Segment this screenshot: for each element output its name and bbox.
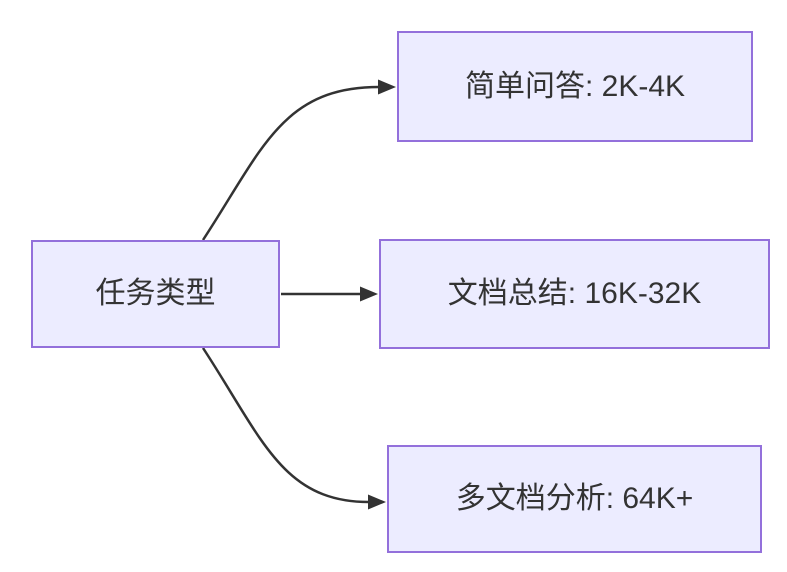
node-multi-doc-analysis: 多文档分析: 64K+ (387, 445, 762, 553)
edge-root-to-simple-qa (201, 79, 396, 241)
edge-root-to-multi-doc-analysis (201, 347, 386, 510)
node-simple-qa: 简单问答: 2K-4K (397, 31, 753, 142)
node-task-type: 任务类型 (31, 240, 280, 348)
node-doc-summary: 文档总结: 16K-32K (379, 239, 770, 349)
